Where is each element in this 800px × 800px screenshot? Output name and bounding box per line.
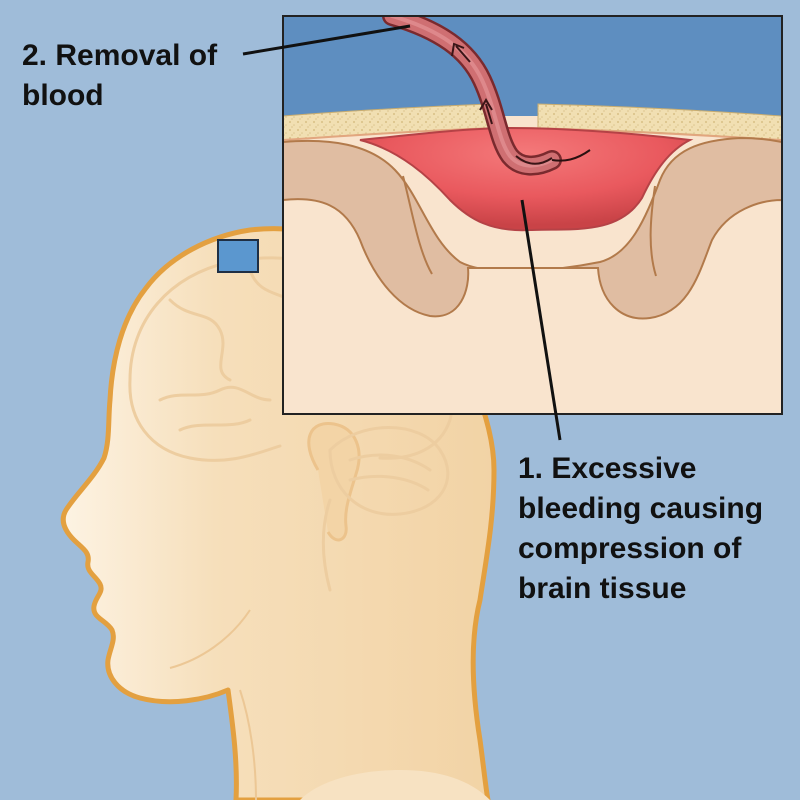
neck-shadow (239, 689, 257, 800)
magnified-inset (282, 15, 783, 415)
bleeding-label-line-1: 1. Excessive (518, 452, 697, 485)
inset-outside (283, 16, 782, 116)
bleeding-label-line-3: compression of (518, 532, 742, 565)
shoulder (300, 770, 490, 800)
ear (307, 422, 361, 542)
bleeding-leader-line (520, 199, 562, 441)
excessive-bleeding-label: 1. Excessive bleeding causing compressio… (518, 449, 763, 609)
removal-label-line-2: blood (22, 79, 104, 112)
bleeding-label-line-4: brain tissue (518, 572, 687, 605)
removal-label-line-1: 2. Removal of (22, 39, 218, 72)
bleeding-label-line-2: bleeding causing (518, 492, 764, 525)
brain-white-matter (283, 198, 782, 414)
jaw-line (169, 609, 251, 669)
removal-of-blood-label: 2. Removal of blood (22, 36, 217, 116)
removal-leader-line (242, 24, 411, 56)
location-marker-square-icon (217, 239, 259, 273)
